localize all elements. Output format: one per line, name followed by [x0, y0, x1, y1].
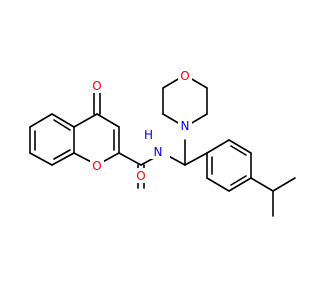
- atom-amide-oxygen: O: [134, 168, 148, 183]
- molecule-structure: O O O N H N O: [29, 68, 296, 217]
- svg-text:N: N: [181, 119, 190, 133]
- atom-morpholine-nitrogen: N: [178, 118, 192, 133]
- benzo-ring: [29, 113, 75, 166]
- atom-amide-nitrogen: N H: [144, 128, 170, 159]
- svg-text:O: O: [180, 69, 189, 83]
- svg-text:O: O: [92, 159, 101, 173]
- svg-text:O: O: [136, 169, 145, 183]
- ketone-bond: [93, 91, 101, 115]
- svg-text:O: O: [92, 79, 101, 93]
- isopropyl-group: [250, 177, 296, 217]
- atom-ring-oxygen: O: [90, 158, 104, 173]
- amide-hydrogen: H: [144, 128, 153, 142]
- atom-morpholine-oxygen: O: [178, 68, 192, 83]
- phenyl-ring: [206, 139, 252, 192]
- structure-canvas: O O O N H N O: [29, 68, 296, 217]
- svg-text:N: N: [154, 145, 163, 159]
- pyranone-ring: [73, 113, 120, 166]
- atom-ketone-oxygen: O: [90, 78, 104, 93]
